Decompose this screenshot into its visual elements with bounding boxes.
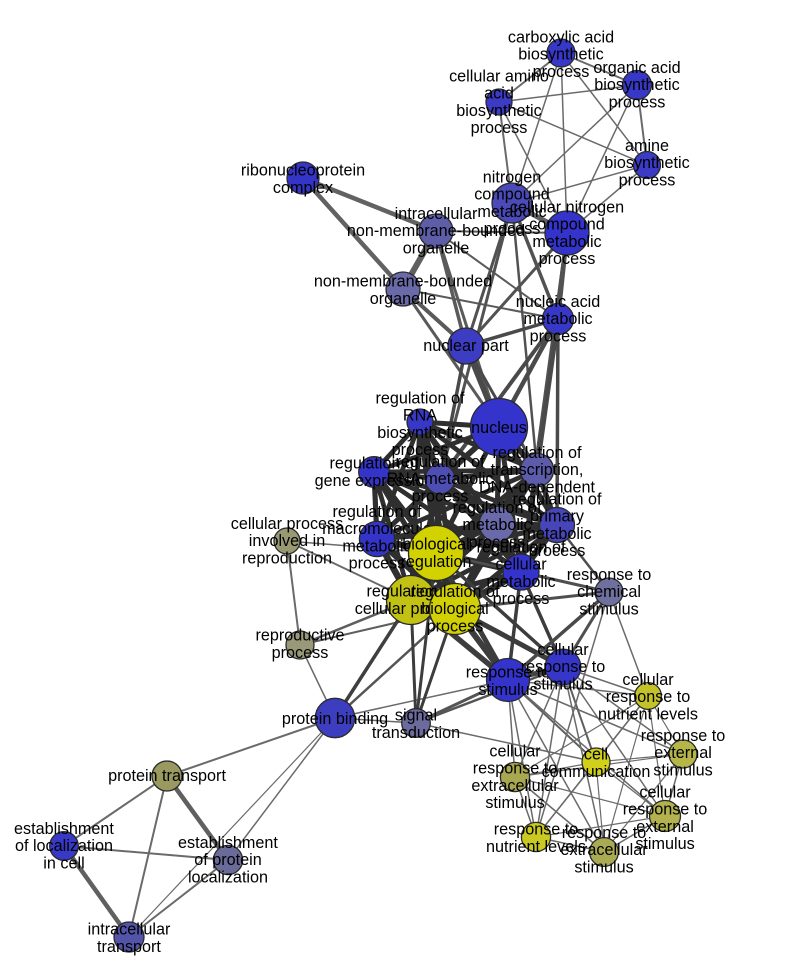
svg-text:nucleus: nucleus xyxy=(471,419,527,437)
svg-text:nuclear part: nuclear part xyxy=(423,337,509,355)
svg-text:protein transport: protein transport xyxy=(108,767,226,785)
svg-text:protein binding: protein binding xyxy=(282,710,388,728)
